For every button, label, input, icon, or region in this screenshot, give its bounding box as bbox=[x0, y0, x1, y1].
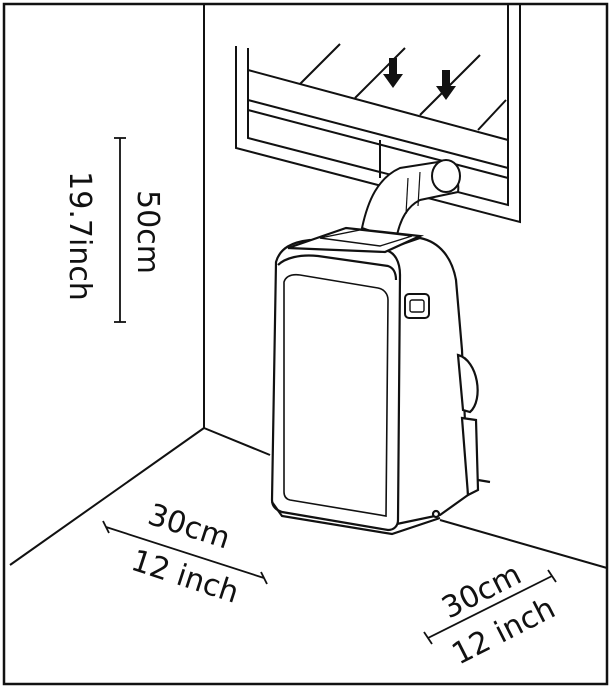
top-clearance-imperial: 19.7inch bbox=[62, 171, 97, 301]
top-clearance-dimension bbox=[114, 138, 126, 322]
glass-hatch bbox=[478, 100, 506, 130]
air-conditioner-unit bbox=[272, 228, 490, 534]
dimension-tick bbox=[548, 570, 556, 582]
down-arrow-icon bbox=[383, 58, 403, 88]
top-clearance-metric: 50cm bbox=[130, 190, 165, 274]
hose-window-end bbox=[432, 160, 460, 192]
window-rail-line bbox=[248, 100, 508, 168]
front-grille bbox=[284, 275, 388, 516]
drain-plug bbox=[478, 480, 490, 482]
floor-right-line-a bbox=[204, 428, 270, 455]
handle-grip bbox=[410, 300, 424, 312]
down-arrow-icons bbox=[383, 58, 456, 100]
left-clearance-metric: 30cm bbox=[144, 497, 235, 556]
glass-hatch bbox=[355, 48, 405, 98]
floor-left-line bbox=[10, 428, 204, 565]
window-sill-line bbox=[248, 70, 508, 140]
window-rail-line-2 bbox=[248, 110, 508, 178]
caster-wheel bbox=[433, 511, 439, 517]
floor-right-line-b bbox=[440, 520, 607, 568]
dimension-tick bbox=[424, 632, 432, 644]
glass-hatch bbox=[300, 44, 340, 84]
